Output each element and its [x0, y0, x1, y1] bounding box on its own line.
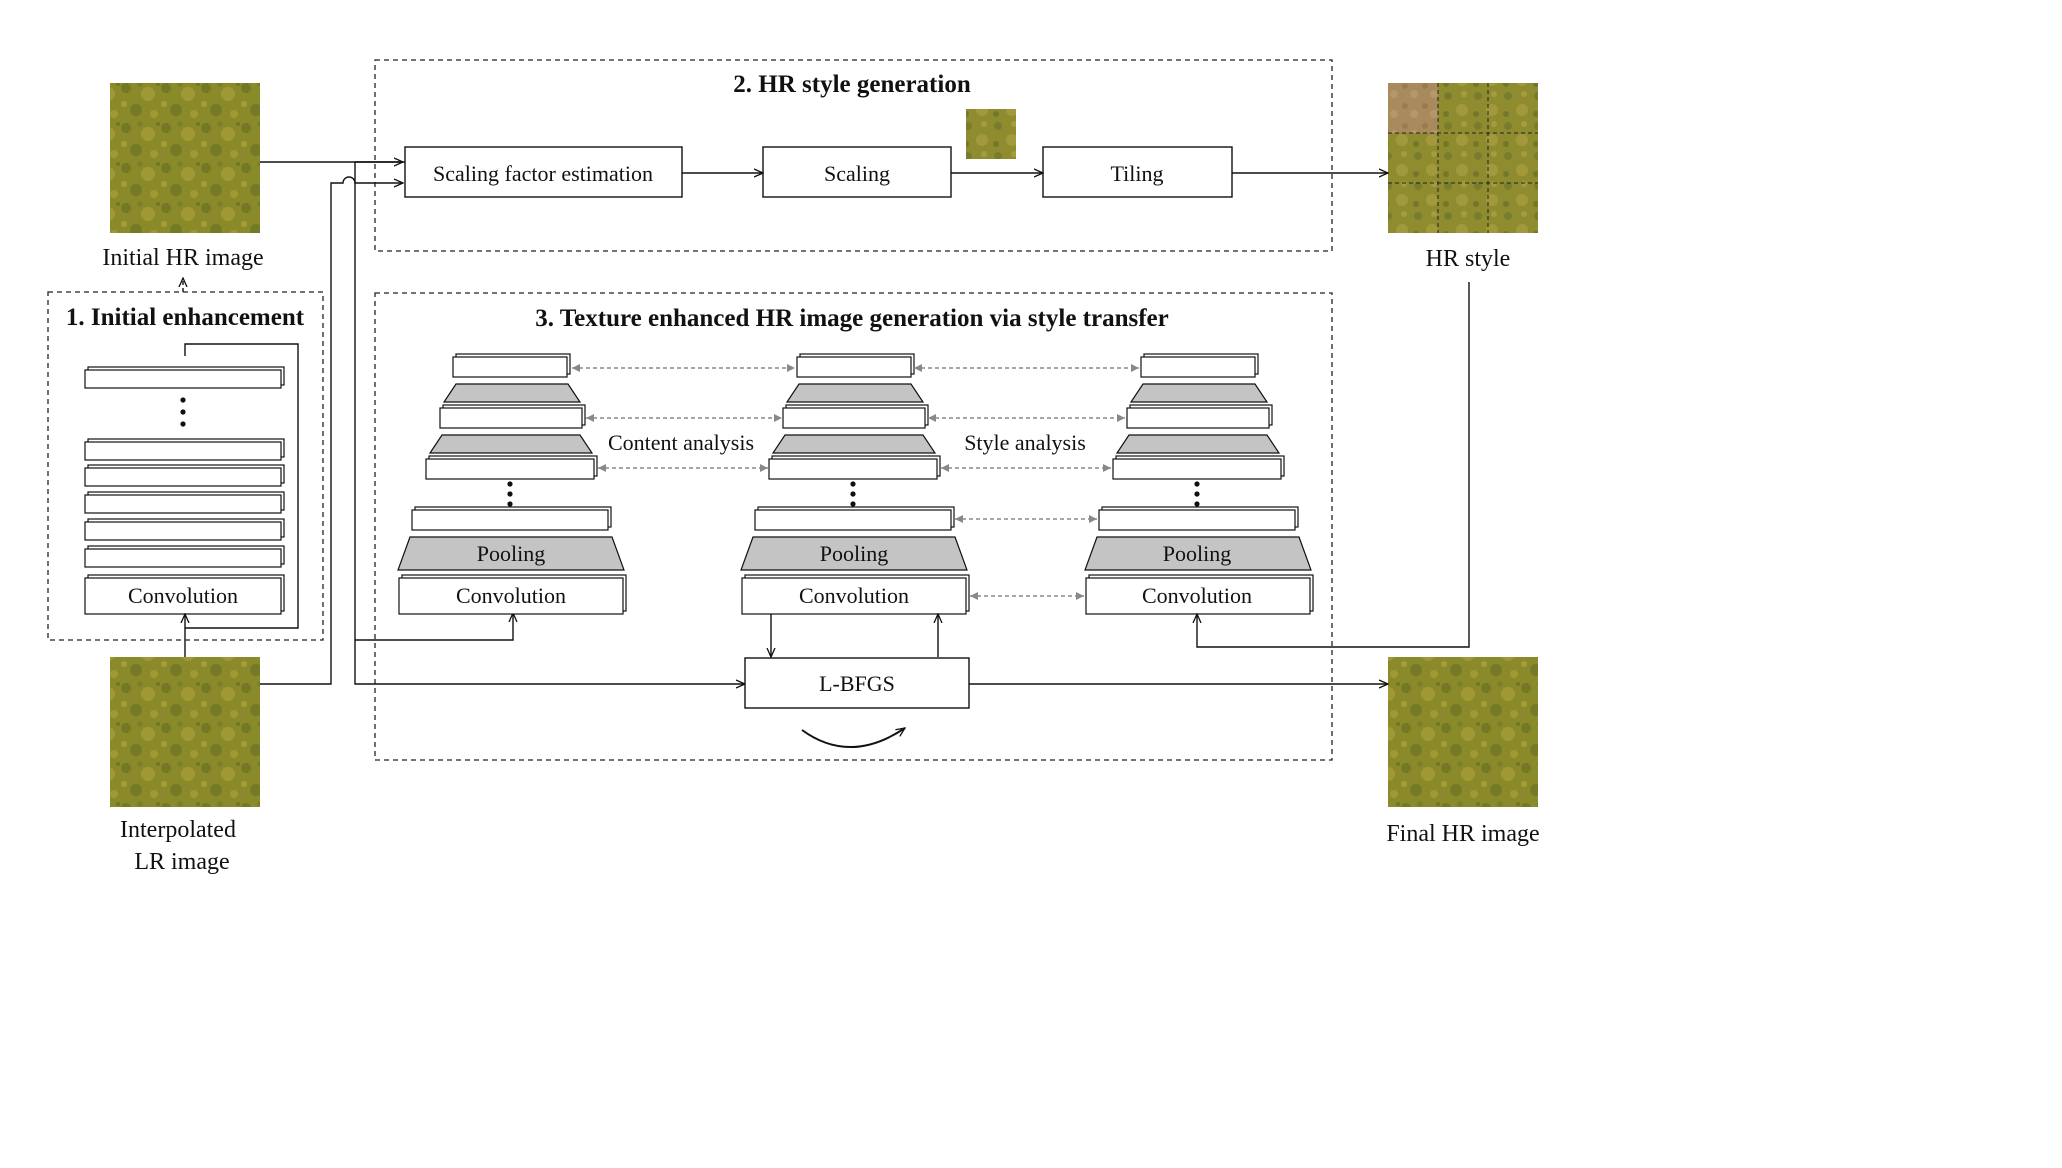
texture-generation-title: 3. Texture enhanced HR image generation … — [535, 305, 1169, 332]
initial-hr-to-lbfgs-arrow — [354, 162, 745, 684]
texture-generation-section: 3. Texture enhanced HR image generation … — [374, 292, 1333, 761]
texture-generation-frame — [374, 292, 1333, 761]
pipeline-diagram: 1. Initial enhancement Convolution — [47, 59, 1540, 875]
initial-hr-to-content-conv-arrow — [355, 613, 513, 641]
lbfgs-label: L-BFGS — [819, 671, 895, 696]
lbfgs-box — [744, 657, 970, 709]
style-network — [1084, 353, 1314, 615]
content-pooling-label: Pooling — [477, 541, 545, 566]
style-analysis-label: Style analysis — [964, 430, 1086, 455]
scaling-label: Scaling — [824, 161, 890, 186]
initial-conv-label: Convolution — [128, 583, 238, 608]
content-analysis-label: Content analysis — [608, 430, 754, 455]
iteration-loop-icon — [801, 728, 905, 748]
content-conv-label: Convolution — [456, 583, 566, 608]
final-hr-label: Final HR image — [1386, 821, 1539, 847]
cnn-layer-stack — [84, 366, 285, 615]
style-conv-label: Convolution — [1142, 583, 1252, 608]
final-hr-image — [1388, 657, 1538, 807]
generated-network — [740, 353, 970, 615]
hr-style-generation-section: 2. HR style generation Scaling factor es… — [374, 59, 1388, 252]
style-pooling-label: Pooling — [1163, 541, 1231, 566]
style-comparison-links — [914, 364, 1139, 600]
vertical-ellipsis-icon — [850, 481, 856, 507]
vertical-ellipsis-icon — [180, 397, 186, 427]
scaling-factor-label: Scaling factor estimation — [433, 161, 653, 186]
initial-hr-image — [110, 83, 260, 233]
initial-enhancement-title: 1. Initial enhancement — [66, 304, 305, 331]
scaling-factor-box — [404, 146, 683, 198]
generated-conv-label: Convolution — [799, 583, 909, 608]
residual-skip-connection — [184, 343, 299, 629]
scaling-box — [762, 146, 952, 198]
generated-pooling-label: Pooling — [820, 541, 888, 566]
scaled-patch-thumbnail — [966, 109, 1016, 159]
initial-hr-label: Initial HR image — [102, 245, 263, 271]
interpolated-lr-image — [110, 657, 260, 807]
vertical-ellipsis-icon — [1194, 481, 1200, 507]
hr-style-generation-frame — [374, 59, 1333, 252]
hr-style-image — [1388, 83, 1538, 233]
tiling-label: Tiling — [1110, 161, 1163, 186]
tiling-box — [1042, 146, 1233, 198]
interpolated-lr-label-line2: LR image — [134, 849, 229, 875]
content-comparison-links — [572, 364, 795, 472]
interpolated-lr-label-line1: Interpolated — [120, 817, 236, 843]
hr-style-label: HR style — [1426, 246, 1511, 272]
content-network — [397, 353, 627, 615]
hr-style-to-style-conv-arrow — [1197, 282, 1470, 648]
vertical-ellipsis-icon — [507, 481, 513, 507]
hr-style-generation-title: 2. HR style generation — [733, 71, 971, 98]
initial-enhancement-section: 1. Initial enhancement Convolution — [47, 278, 324, 657]
